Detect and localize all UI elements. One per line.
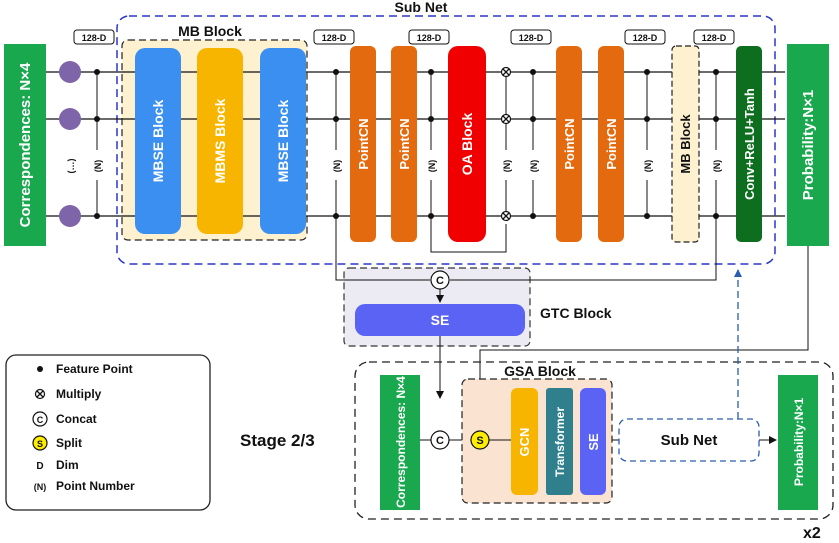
stage-container: [354, 361, 834, 520]
concat-legend-symbol: C: [37, 415, 44, 425]
se-gtc-block: [355, 304, 525, 336]
pointcn-3: [556, 46, 582, 242]
pointcn-1-label: PointCN: [356, 118, 371, 169]
probability-small-label: Probability:N×1: [792, 398, 806, 487]
point-number-label: (N): [502, 160, 512, 173]
legend-concat: Concat: [56, 412, 97, 426]
legend-feature-point: Feature Point: [56, 362, 133, 376]
pointcn-4: [598, 46, 624, 242]
input-ellipsis: (…): [66, 159, 76, 174]
mbms-block: [197, 48, 243, 234]
split-legend-icon: [32, 435, 48, 451]
mb-block-small-label: MB Block: [678, 114, 693, 174]
mbms-block-label: MBMS Block: [212, 98, 228, 183]
mbse-block-1: [135, 48, 181, 234]
probability-block: [787, 44, 829, 246]
stage-label: Stage 2/3: [240, 431, 315, 450]
se-gtc-label: SE: [431, 312, 450, 328]
feature-point-icon: [37, 366, 43, 372]
sub-net-small-label: Sub Net: [661, 432, 718, 449]
pn-legend-symbol: (N): [34, 482, 47, 492]
sub-net-container: [116, 15, 776, 265]
legend-dim: Dim: [56, 458, 79, 472]
legend-multiply: Multiply: [56, 387, 102, 401]
dim-legend-symbol: D: [36, 461, 43, 472]
split-legend-symbol: S: [37, 439, 43, 449]
pointcn-2-label: PointCN: [397, 118, 412, 169]
oa-skip-connection: [430, 216, 507, 253]
dim-tags: [73, 29, 735, 45]
correspondences-label: Correspondences: N×4: [17, 62, 34, 227]
dim-tag: 128-D: [633, 33, 658, 43]
dim-tag: 128-D: [417, 33, 442, 43]
point-number-label: (N): [643, 160, 653, 173]
se-gsa-block: [580, 388, 606, 495]
probability-label: Probability:N×1: [800, 90, 817, 200]
sub-net-small-block: [618, 418, 760, 462]
gsa-block-title: GSA Block: [504, 363, 576, 379]
correspondences-small-block: [380, 375, 420, 510]
transformer-block: [546, 388, 573, 495]
mbse-block-1-label: MBSE Block: [150, 100, 166, 183]
multiply-icons: [500, 66, 512, 222]
mbse-block-2: [260, 48, 306, 234]
pointcn-2: [391, 46, 417, 242]
stage-concat-symbol: C: [436, 435, 444, 447]
input-node-mid: [59, 108, 81, 130]
concat-line-left: [335, 216, 430, 281]
repeat-label: x2: [803, 525, 821, 542]
split-symbol: S: [476, 435, 483, 447]
column-lines: [96, 72, 717, 216]
transformer-label: Transformer: [553, 407, 567, 477]
concat-symbol: C: [436, 275, 444, 287]
pointcn-4-label: PointCN: [604, 118, 619, 169]
dim-tag: 128-D: [322, 33, 347, 43]
concat-line-right: [450, 216, 717, 281]
correspondences-block: [4, 44, 46, 246]
point-number-label: (N): [332, 160, 342, 173]
multiply-icon: [34, 388, 46, 400]
gtc-block-title: GTC Block: [540, 305, 612, 321]
dim-tag: 128-D: [82, 33, 107, 43]
probability-small-block: [778, 375, 818, 510]
sub-net-title: Sub Net: [395, 0, 448, 15]
point-number-label: (N): [427, 160, 437, 173]
oa-block: [448, 46, 486, 242]
mb-block-title: MB Block: [178, 23, 242, 39]
point-number-label: (N): [93, 160, 103, 173]
point-number-label: (N): [529, 160, 539, 173]
input-node-bot: [59, 205, 81, 227]
point-number-label: (N): [712, 160, 722, 173]
conv-block: [736, 46, 762, 242]
pointcn-1: [350, 46, 376, 242]
conv-block-label: Conv+ReLU+Tanh: [742, 88, 757, 200]
correspondences-small-label: Correspondences: N×4: [394, 376, 408, 508]
pointcn-3-label: PointCN: [562, 118, 577, 169]
legend-split: Split: [56, 436, 82, 450]
mbse-block-2-label: MBSE Block: [275, 100, 291, 183]
mb-block-small: [671, 45, 700, 243]
legend-point-number: Point Number: [56, 479, 135, 493]
input-node-top: [59, 61, 81, 83]
probability-to-split-line: [476, 246, 809, 399]
legend-box: [5, 354, 211, 511]
gcn-block: [511, 388, 538, 495]
gcn-label: GCN: [517, 428, 532, 457]
oa-block-label: OA Block: [459, 113, 475, 176]
dim-tag: 128-D: [519, 33, 544, 43]
se-gsa-label: SE: [586, 433, 601, 451]
dim-tag: 128-D: [702, 33, 727, 43]
concat-legend-icon: [32, 411, 48, 427]
